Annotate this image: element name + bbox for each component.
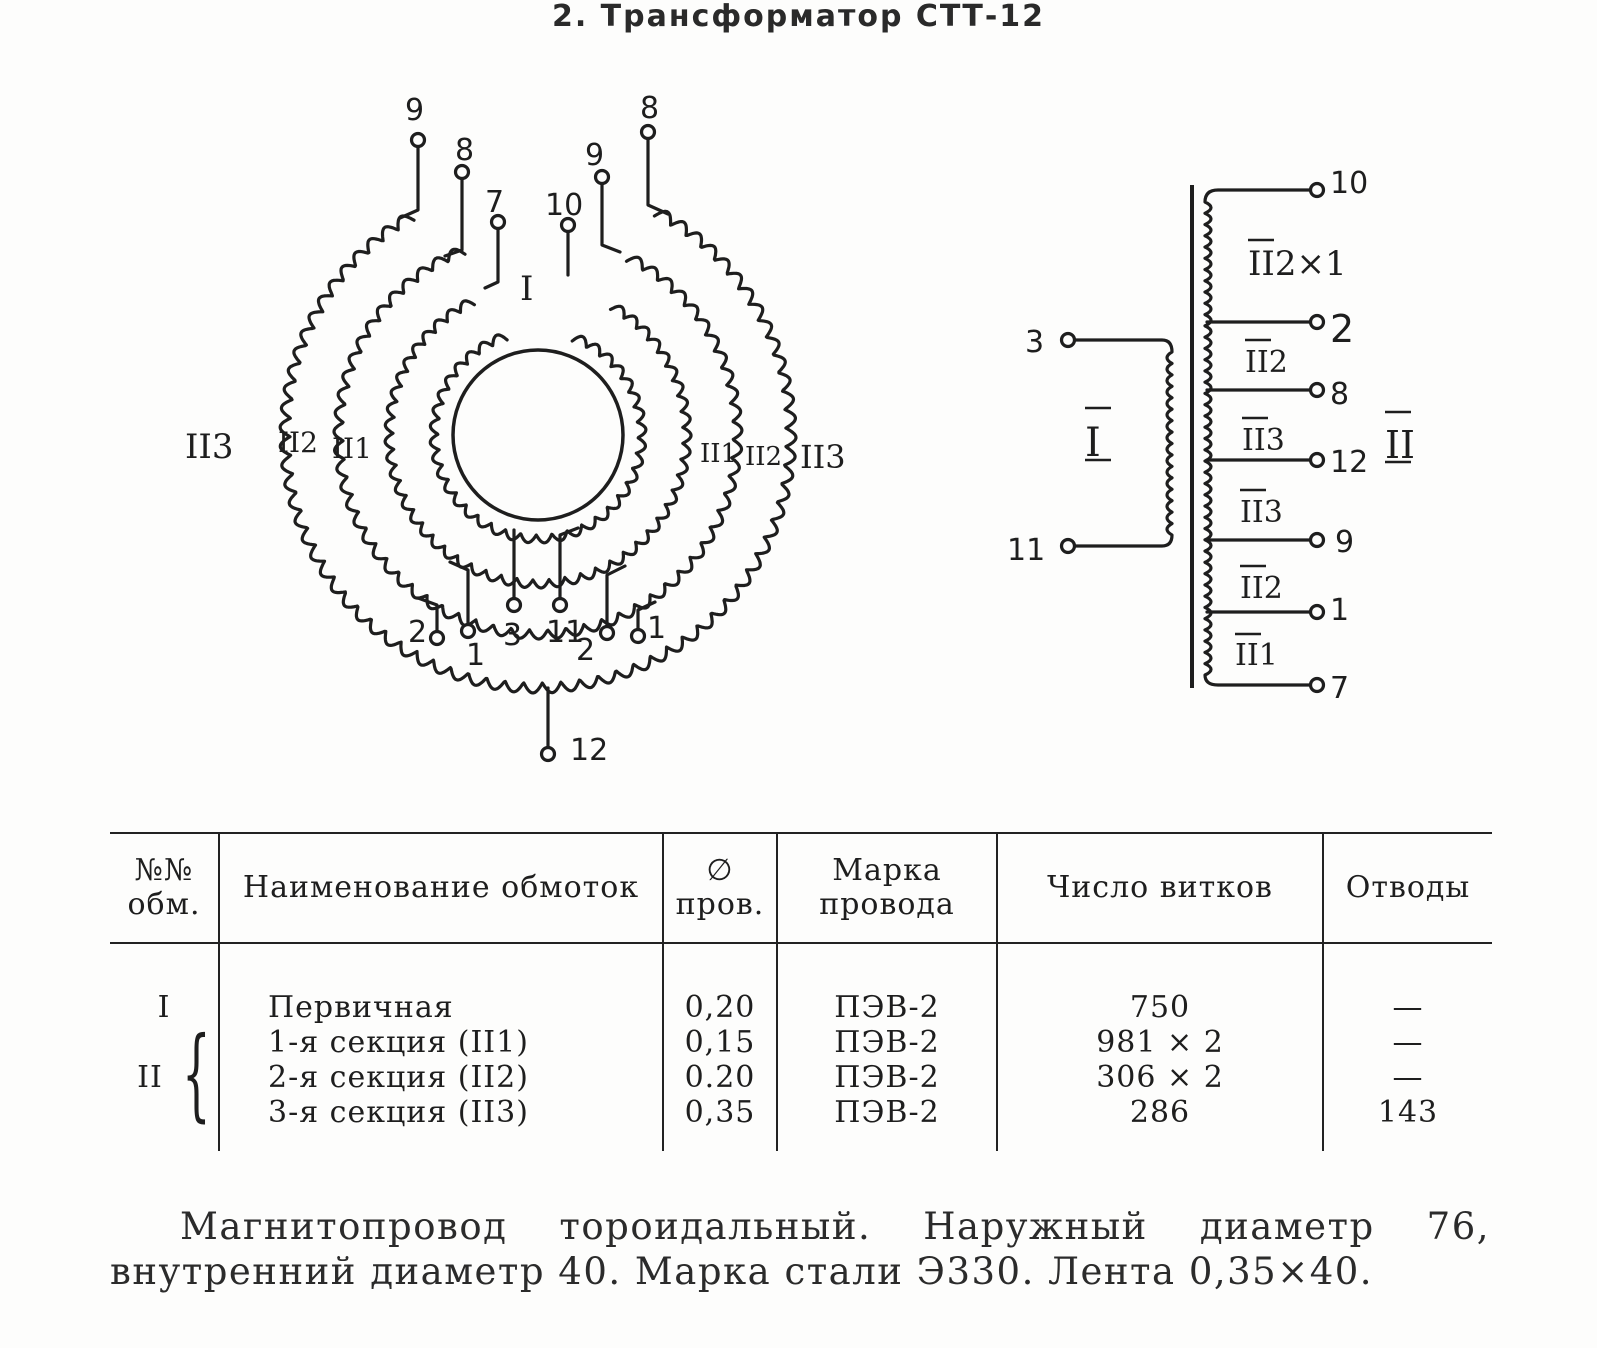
schematic-primary-coil [1066, 338, 1174, 548]
schematic-diagram: 3 11 10 2 8 12 9 1 7 II2×1 II2 II3 II3 I… [1007, 166, 1415, 706]
schematic-section-5: II2 [1240, 571, 1283, 606]
schematic-terminal [1308, 451, 1326, 469]
terminal-bottom-1 [428, 629, 446, 647]
toroid-primary-label: I [520, 269, 533, 309]
terminal-bottom-2 [459, 622, 477, 640]
cell-names: Первичная 1-я секция (II1) 2-я секция (I… [218, 943, 663, 1151]
winding-primary [428, 333, 648, 545]
lead-top-2 [443, 173, 464, 258]
lead-bottom-4 [558, 526, 580, 604]
schematic-terminal [1059, 331, 1077, 349]
schematic-section-1: II2×1 [1248, 244, 1347, 284]
schematic-secondary-label: II [1385, 423, 1415, 467]
toroid-left-label-ii1: II1 [332, 432, 372, 465]
header-diameter: ∅ пров. [662, 832, 777, 944]
lead-bottom-5 [605, 564, 627, 632]
terminal-top-1 [409, 131, 427, 149]
schematic-pin-9: 9 [1335, 525, 1354, 560]
page-title: 2. Трансформатор СТТ-12 [551, 0, 1046, 34]
brace-symbol: { [182, 1015, 212, 1132]
cell-taps: — — — 143 [1322, 943, 1492, 1151]
lead-bottom-2 [448, 560, 470, 630]
header-turns: Число витков [996, 832, 1323, 944]
terminal-bottom-4 [551, 596, 569, 614]
toroid-pin-bottom-6: 1 [647, 611, 666, 646]
toroid-right-label-ii3: II3 [800, 438, 846, 476]
header-wire: Марка провода [776, 832, 997, 944]
terminal-bottom-5 [598, 624, 616, 642]
schematic-terminal [1308, 603, 1326, 621]
cell-num: I II { [137, 990, 212, 1132]
lead-bottom-6 [636, 600, 657, 635]
schematic-terminal [1308, 381, 1326, 399]
winding-section-ii2 [332, 247, 744, 641]
lead-top-6 [646, 133, 670, 216]
schematic-pin-11: 11 [1007, 533, 1045, 568]
winding-section-ii3 [278, 209, 798, 695]
schematic-section-6: II1 [1235, 638, 1278, 673]
schematic-primary-label: I [1085, 420, 1101, 466]
core-inner-circle [451, 348, 625, 522]
schematic-pin-2: 2 [1330, 307, 1354, 351]
schematic-pin-12: 12 [1330, 445, 1368, 480]
table-row: I II { Первичная 1-я секция (II1) 2-я се… [110, 943, 1492, 1151]
schematic-section-2: II2 [1245, 345, 1288, 380]
toroid-pin-top-4: 10 [545, 188, 583, 223]
schematic-secondary-coil [1203, 188, 1317, 687]
toroid-pin-top-2: 8 [455, 133, 474, 168]
header-name: Наименование обмоток [218, 832, 663, 944]
schematic-terminal [1308, 676, 1326, 694]
toroid-pin-bottom-1: 2 [408, 615, 427, 650]
toroid-pin-top-1: 9 [405, 93, 424, 128]
toroid-left-label-ii3: II3 [185, 427, 234, 467]
toroid-pin-bottom-3: 3 [503, 618, 522, 653]
schematic-pin-8: 8 [1330, 377, 1349, 412]
winding-section-ii1 [383, 299, 693, 590]
schematic-section-3: II3 [1242, 423, 1285, 458]
lead-top-3 [483, 223, 500, 290]
schematic-terminal [1308, 313, 1326, 331]
toroid-pin-bottom-2: 1 [466, 638, 485, 673]
schematic-pin-10: 10 [1330, 166, 1368, 201]
toroid-right-label-ii1: II1 [700, 439, 737, 469]
toroid-pin-12: 12 [570, 733, 608, 768]
schematic-terminal [1308, 181, 1326, 199]
terminal-bottom-6 [629, 627, 647, 645]
schematic-taps [1059, 181, 1411, 694]
schematic-pin-3: 3 [1025, 325, 1044, 360]
toroid-leads [398, 123, 670, 763]
toroid-left-label-ii2: II2 [278, 426, 318, 459]
terminal-top-2 [453, 163, 471, 181]
terminal-top-4 [559, 216, 577, 234]
winding-spec-table: №№ обм. Наименование обмоток ∅ пров. Мар… [110, 832, 1492, 1151]
schematic-terminal [1308, 531, 1326, 549]
toroid-pin-bottom-5: 2 [576, 633, 595, 668]
terminal-bottom-12 [539, 745, 557, 763]
schematic-pin-7: 7 [1330, 671, 1349, 706]
terminal-top-5 [593, 168, 611, 186]
toroid-pin-bottom-4: 11 [546, 615, 584, 650]
lead-top-5 [600, 178, 622, 254]
header-num: №№ обм. [110, 832, 219, 944]
table-header-row: №№ обм. Наименование обмоток ∅ пров. Мар… [110, 832, 1492, 944]
toroid-pin-top-3: 7 [485, 185, 504, 220]
lead-bottom-1 [416, 596, 439, 637]
toroid-right-label-ii2: II2 [745, 442, 782, 472]
cell-turns: 750 981 × 2 306 × 2 286 [996, 943, 1323, 1151]
cell-diameters: 0,20 0,15 0.20 0,35 [662, 943, 777, 1151]
terminal-top-6 [639, 123, 657, 141]
header-taps: Отводы [1322, 832, 1492, 944]
schematic-section-4: II3 [1240, 495, 1283, 530]
footnote: Магнитопровод тороидальный. Наружный диа… [110, 1205, 1490, 1293]
schematic-pin-1: 1 [1330, 593, 1349, 628]
terminal-top-3 [489, 213, 507, 231]
schematic-terminal [1059, 537, 1077, 555]
terminal-bottom-3 [505, 596, 523, 614]
cell-wire-marks: ПЭВ-2 ПЭВ-2 ПЭВ-2 ПЭВ-2 [776, 943, 997, 1151]
toroid-diagram: 9 8 7 10 9 8 2 1 3 11 2 1 12 I II3 II2 I… [185, 91, 846, 768]
toroid-pin-top-5: 9 [585, 138, 604, 173]
lead-top-1 [398, 143, 420, 220]
toroid-pin-top-6: 8 [640, 91, 659, 126]
winding-diagrams: 9 8 7 10 9 8 2 1 3 11 2 1 12 I II3 II2 I… [185, 91, 1415, 768]
